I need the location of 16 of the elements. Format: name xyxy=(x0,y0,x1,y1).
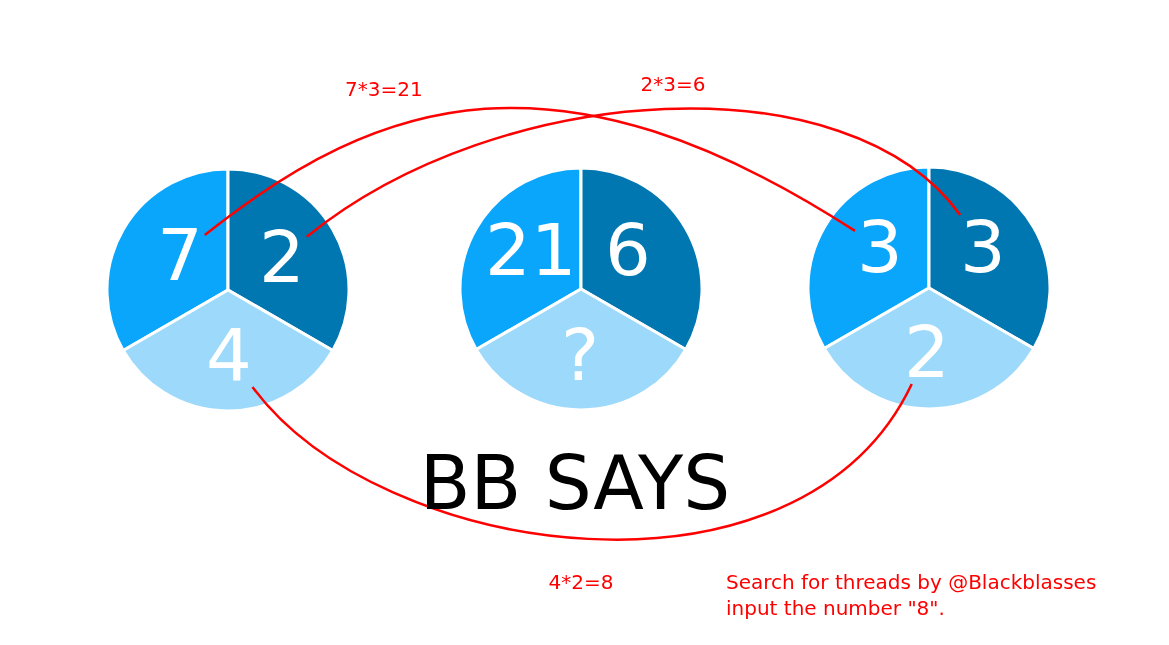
curved-line xyxy=(306,107,962,238)
segment-number: 2 xyxy=(904,322,950,382)
segment-number: 3 xyxy=(857,217,903,277)
pie-chart-circle xyxy=(459,167,703,411)
curved-line xyxy=(251,383,913,541)
segment-number: 7 xyxy=(157,225,203,285)
pie-chart-circle xyxy=(807,166,1051,410)
segment-number: 4 xyxy=(206,325,252,385)
segment-number: ? xyxy=(561,325,600,385)
title: BB SAYS xyxy=(418,440,732,526)
note-text: Search for threads by @Blackblasses input the number "8". xyxy=(726,569,1098,621)
segment-number: 2 xyxy=(259,227,305,287)
pie-chart-circle xyxy=(106,168,350,412)
segment-number: 3 xyxy=(960,217,1006,277)
segment-number: 6 xyxy=(605,220,651,280)
curved-line xyxy=(204,107,856,237)
